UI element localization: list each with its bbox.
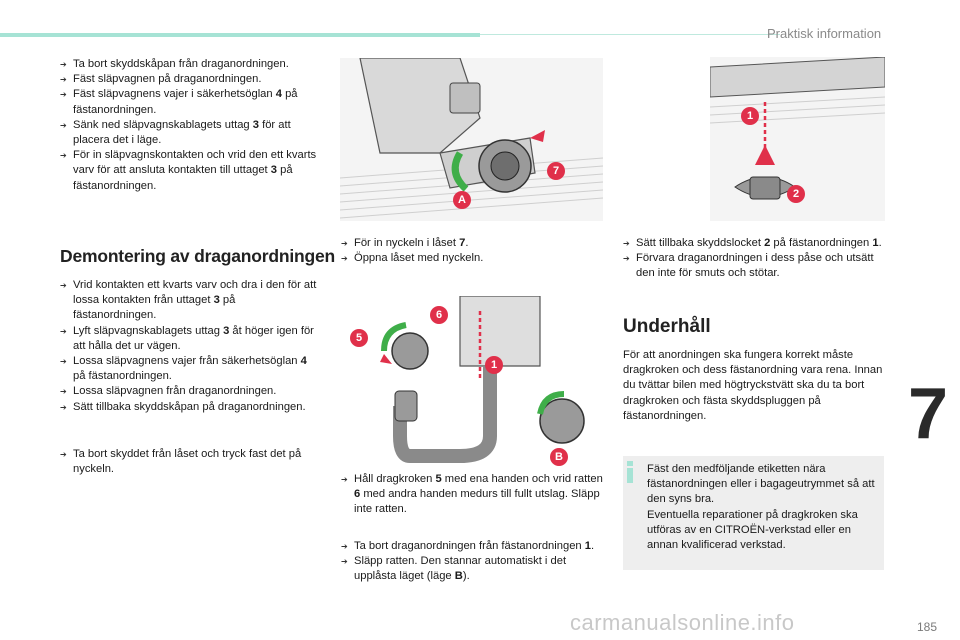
text-run: med ena handen och vrid ratten xyxy=(441,473,603,485)
bold-ref: 1 xyxy=(584,540,591,552)
callout-A: A xyxy=(453,191,471,209)
watermark: carmanualsonline.info xyxy=(570,610,795,635)
heading-demontering: Demontering av draganordningen xyxy=(60,246,335,266)
text-run: . xyxy=(465,237,469,249)
chapter-number: 7 xyxy=(908,374,949,454)
maintenance-paragraph: För att anordningen ska fungera korrekt … xyxy=(623,349,883,422)
callout-5: 5 xyxy=(350,329,368,347)
header-rule xyxy=(480,34,780,35)
bold-ref: 5 xyxy=(435,473,442,485)
bullet-item: Fäst släpvagnens vajer i säkerhetsöglan … xyxy=(60,87,320,117)
bold-ref: 4 xyxy=(300,355,307,368)
text-run: Sänk ned släpvagnskablagets uttag xyxy=(73,118,253,131)
callout-6: 6 xyxy=(430,306,448,324)
text-run: Sätt tillbaka skyddslocket xyxy=(636,237,765,249)
figure-protective-cap: 1 2 xyxy=(710,57,885,221)
bullet-item: Ta bort skyddskåpan från draganordningen… xyxy=(60,57,320,72)
text-run: Lossa släpvagnens vajer från säkerhetsög… xyxy=(73,355,301,368)
bullet-item: Lossa släpvagnen från draganordningen. xyxy=(60,384,320,399)
illustration-protective-cap xyxy=(710,57,885,221)
text-run: Släpp ratten. Den stannar automatiskt i … xyxy=(354,555,567,583)
text-run: Vrid kontakten ett kvarts varv och dra i… xyxy=(73,279,317,307)
text-run: . xyxy=(591,540,595,552)
figure-unlock: 6 5 1 B xyxy=(340,296,603,466)
key-cover-step: Ta bort skyddet från låset och tryck fas… xyxy=(60,447,320,477)
text-run: För in nyckeln i låset xyxy=(354,237,460,249)
text-run: Lyft släpvagnskablagets uttag xyxy=(73,324,224,337)
bullet-item: Lossa släpvagnens vajer från säkerhetsög… xyxy=(60,354,320,384)
refit-store-steps: Sätt tillbaka skyddslocket 2 på fästanor… xyxy=(623,236,885,282)
bold-ref: 1 xyxy=(872,237,879,249)
bullet-item: Förvara draganordningen i dess påse och … xyxy=(623,251,885,281)
removal-steps: Vrid kontakten ett kvarts varv och dra i… xyxy=(60,278,320,415)
heading-underhall: Underhåll xyxy=(623,316,711,337)
bullet-item: Håll dragkroken 5 med ena handen och vri… xyxy=(341,472,603,518)
text-run: Ta bort draganordningen från fästanordni… xyxy=(354,540,585,552)
text-run: Ta bort skyddskåpan från draganordningen… xyxy=(73,58,289,70)
bold-ref: 3 xyxy=(223,324,230,337)
text-run: för att placera det i läge. xyxy=(73,118,291,147)
text-run: Lossa släpvagnen från draganordningen. xyxy=(73,385,277,398)
bullet-item: Fäst släpvagnen på draganordningen. xyxy=(60,72,320,87)
text-run: Håll dragkroken xyxy=(354,473,436,485)
text-run: på fästanordningen. xyxy=(73,294,236,322)
bold-ref: 3 xyxy=(213,294,220,307)
text-run: För in släpvagnskontakten och vrid den e… xyxy=(73,149,317,177)
text-run: Sätt tillbaka skyddskåpan på draganordni… xyxy=(73,400,306,413)
bullet-item: Sänk ned släpvagnskablagets uttag 3 för … xyxy=(60,118,320,148)
bullet-item: Ta bort draganordningen från fästanordni… xyxy=(341,539,603,554)
text-run: på fästanordningen xyxy=(770,237,873,249)
figure-lock-key: 7 A xyxy=(340,58,603,221)
callout-1: 1 xyxy=(485,356,503,374)
text-run: Fäst släpvagnen på draganordningen. xyxy=(73,73,262,86)
bullet-item: Sätt tillbaka skyddslocket 2 på fästanor… xyxy=(623,236,885,251)
bold-ref: 3 xyxy=(252,118,259,131)
text-run: med andra handen medurs till fullt utsla… xyxy=(354,488,600,516)
bullet-item: Ta bort skyddet från låset och tryck fas… xyxy=(60,447,320,477)
bold-ref: 4 xyxy=(275,88,282,101)
bullet-item: Lyft släpvagnskablagets uttag 3 åt höger… xyxy=(60,324,320,354)
page-number: 185 xyxy=(917,620,938,634)
text-run: på fästanordningen. xyxy=(73,370,172,383)
bold-ref: B xyxy=(454,570,463,583)
section-title: Praktisk information xyxy=(767,26,882,41)
illustration-lock-key xyxy=(340,58,603,221)
callout-cap-1: 1 xyxy=(741,107,759,125)
lock-steps: För in nyckeln i låset 7.Öppna låset med… xyxy=(341,236,603,267)
bullet-item: Vrid kontakten ett kvarts varv och dra i… xyxy=(60,278,320,324)
bullet-item: Släpp ratten. Den stannar automatiskt i … xyxy=(341,554,603,584)
text-run: på fästanordningen. xyxy=(73,164,293,192)
illustration-unlock xyxy=(340,296,603,466)
text-run: åt höger igen för att hålla det ur vägen… xyxy=(73,324,314,352)
remove-release-steps: Ta bort draganordningen från fästanordni… xyxy=(341,539,603,585)
bullet-item: Sätt tillbaka skyddskåpan på draganordni… xyxy=(60,400,320,415)
bold-ref: 6 xyxy=(354,488,361,501)
bullet-item: Öppna låset med nyckeln. xyxy=(341,251,603,266)
text-run: . xyxy=(878,237,882,249)
info-icon xyxy=(627,461,633,483)
hold-step: Håll dragkroken 5 med ena handen och vri… xyxy=(341,472,603,518)
bold-ref: 3 xyxy=(270,164,277,177)
callout-7: 7 xyxy=(547,162,565,180)
bullet-item: För in släpvagnskontakten och vrid den e… xyxy=(60,148,320,194)
callout-cap-2: 2 xyxy=(787,185,805,203)
text-run: ). xyxy=(462,570,470,583)
text-run: på fästanordningen. xyxy=(73,88,298,116)
bullet-item: För in nyckeln i låset 7. xyxy=(341,236,603,251)
text-run: Förvara draganordningen i dess påse och … xyxy=(636,252,874,280)
bold-ref: 2 xyxy=(764,237,771,249)
text-run: Fäst släpvagnens vajer i säkerhetsöglan xyxy=(73,88,276,101)
callout-B: B xyxy=(550,448,568,466)
note-box xyxy=(623,456,884,570)
text-run: Ta bort skyddet från låset och tryck fas… xyxy=(73,448,302,476)
text-run: Öppna låset med nyckeln. xyxy=(354,252,484,265)
bold-ref: 7 xyxy=(459,237,466,249)
note-text: Fäst den medföljande etiketten nära fäst… xyxy=(647,463,875,552)
header-accent-bar xyxy=(0,33,480,37)
install-steps: Ta bort skyddskåpan från draganordningen… xyxy=(60,57,320,194)
